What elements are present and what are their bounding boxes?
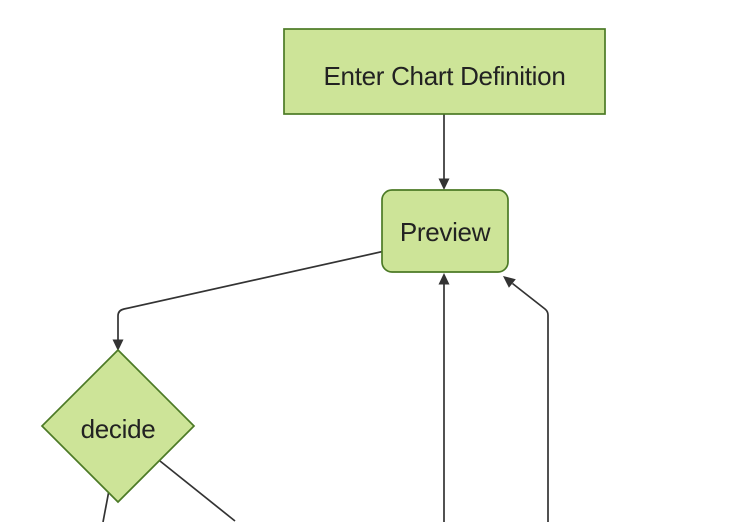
node-layer: Enter Chart Definition Preview decide: [40, 28, 606, 504]
arrowhead-into-preview-corner-icon: [503, 276, 516, 288]
edge-decide-to-offscreen-left: [102, 492, 110, 522]
node-enter-chart-definition-label: Enter Chart Definition: [324, 61, 566, 91]
arrowhead-into-preview-top-icon: [438, 178, 450, 190]
edge-offscreen-to-preview-corner: [511, 282, 549, 522]
arrowhead-into-decide-top-icon: [112, 339, 124, 351]
edge-layer: [102, 114, 549, 522]
node-preview-label: Preview: [400, 217, 491, 247]
node-decide: [40, 348, 196, 504]
node-enter-chart-definition: [283, 28, 606, 115]
edge-decide-to-offscreen-right: [159, 460, 236, 522]
edge-preview-to-decide: [117, 250, 386, 340]
node-preview: [381, 189, 509, 273]
node-decide-label: decide: [81, 414, 156, 444]
arrowhead-into-preview-bottom-icon: [438, 273, 450, 285]
